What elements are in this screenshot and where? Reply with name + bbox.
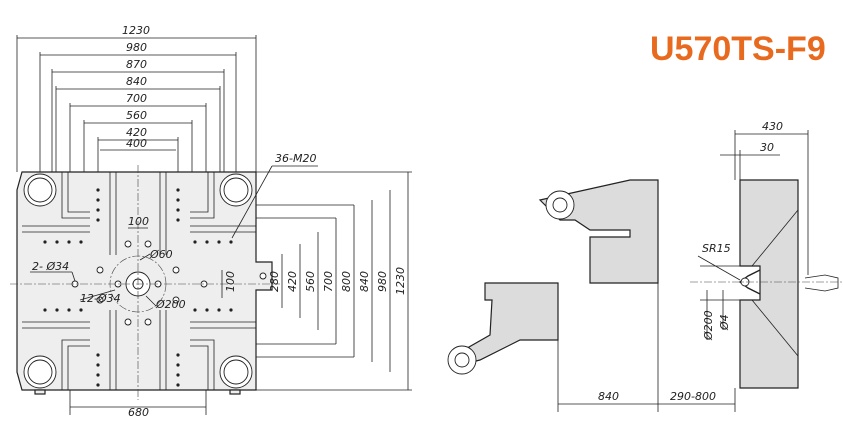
- thread-hole: [96, 218, 100, 222]
- label-sr15: SR15: [702, 242, 731, 255]
- label-dia4: Ø4: [718, 314, 731, 331]
- t-slots: [22, 172, 256, 390]
- label-dia200: Ø200: [155, 298, 186, 311]
- thread-hole: [176, 218, 180, 222]
- dim-560: 560: [126, 109, 147, 122]
- side-dim-30: 30: [760, 141, 774, 154]
- thread-hole: [176, 373, 180, 377]
- thread-hole: [176, 208, 180, 212]
- dim-420: 420: [126, 126, 147, 139]
- dim-700: 700: [126, 92, 147, 105]
- side-view: 430 30 SR15 Ø200 Ø4 840 290-800: [447, 120, 843, 412]
- label-100-vertical: 100: [224, 271, 237, 292]
- dim-400: 400: [126, 137, 147, 150]
- thread-hole: [217, 308, 221, 312]
- thread-hole: [55, 240, 59, 244]
- thread-hole: [176, 188, 180, 192]
- model-title: U570TS-F9: [650, 30, 826, 68]
- label-12-dia34: 12-Ø34: [80, 292, 121, 305]
- thread-hole: [96, 363, 100, 367]
- thread-hole: [217, 240, 221, 244]
- thread-hole: [79, 240, 83, 244]
- dim-840: 840: [126, 75, 147, 88]
- thread-hole: [205, 240, 209, 244]
- dim-980: 980: [126, 41, 147, 54]
- vdim-280: 280: [268, 271, 281, 292]
- thread-hole: [176, 383, 180, 387]
- upper-pivot-inner: [552, 197, 568, 213]
- thread-hole: [55, 308, 59, 312]
- lower-pivot-inner: [454, 352, 470, 368]
- thread-hole: [43, 240, 47, 244]
- side-dim-430: 430: [762, 120, 783, 133]
- tie-bar-holes: [23, 173, 253, 389]
- vdim-840: 840: [358, 271, 371, 292]
- thread-hole: [96, 373, 100, 377]
- label-side-dia200: Ø200: [702, 310, 715, 341]
- dim-680: 680: [128, 406, 149, 419]
- horizontal-dimensions: 1230 980 870 840 700 560 420: [16, 24, 257, 172]
- thread-hole: [67, 240, 71, 244]
- thread-hole: [96, 208, 100, 212]
- thread-hole: [229, 240, 233, 244]
- thread-hole: [193, 240, 197, 244]
- thread-hole: [176, 198, 180, 202]
- side-dim-290-800: 290-800: [670, 390, 716, 403]
- dim-870: 870: [126, 58, 147, 71]
- foot-right: [229, 389, 241, 395]
- vdim-1230: 1230: [394, 267, 407, 295]
- thread-hole: [193, 308, 197, 312]
- side-dim-840: 840: [598, 390, 619, 403]
- vertical-dimensions: 1230 980 840 800 700 560 420 280: [256, 171, 412, 391]
- thread-hole: [176, 353, 180, 357]
- thread-hole: [96, 353, 100, 357]
- thread-hole: [67, 308, 71, 312]
- foot-left: [34, 389, 46, 395]
- thread-hole: [96, 198, 100, 202]
- thread-hole: [96, 188, 100, 192]
- vdim-420: 420: [286, 271, 299, 292]
- thread-hole: [176, 363, 180, 367]
- thread-hole: [229, 308, 233, 312]
- thread-hole: [79, 308, 83, 312]
- vdim-800: 800: [340, 271, 353, 292]
- vdim-980: 980: [376, 271, 389, 292]
- vdim-700: 700: [322, 271, 335, 292]
- thread-hole: [205, 308, 209, 312]
- label-dia60: Ø60: [149, 248, 173, 261]
- thread-holes: [43, 188, 233, 387]
- vdim-560: 560: [304, 271, 317, 292]
- dim-1230: 1230: [122, 24, 150, 37]
- front-view: 1230 980 870 840 700 560 420: [10, 24, 412, 419]
- label-2-dia34: 2- Ø34: [32, 260, 69, 273]
- label-36-m20: 36-M20: [275, 152, 316, 165]
- label-100: 100: [128, 215, 149, 228]
- thread-hole: [43, 308, 47, 312]
- thread-hole: [96, 383, 100, 387]
